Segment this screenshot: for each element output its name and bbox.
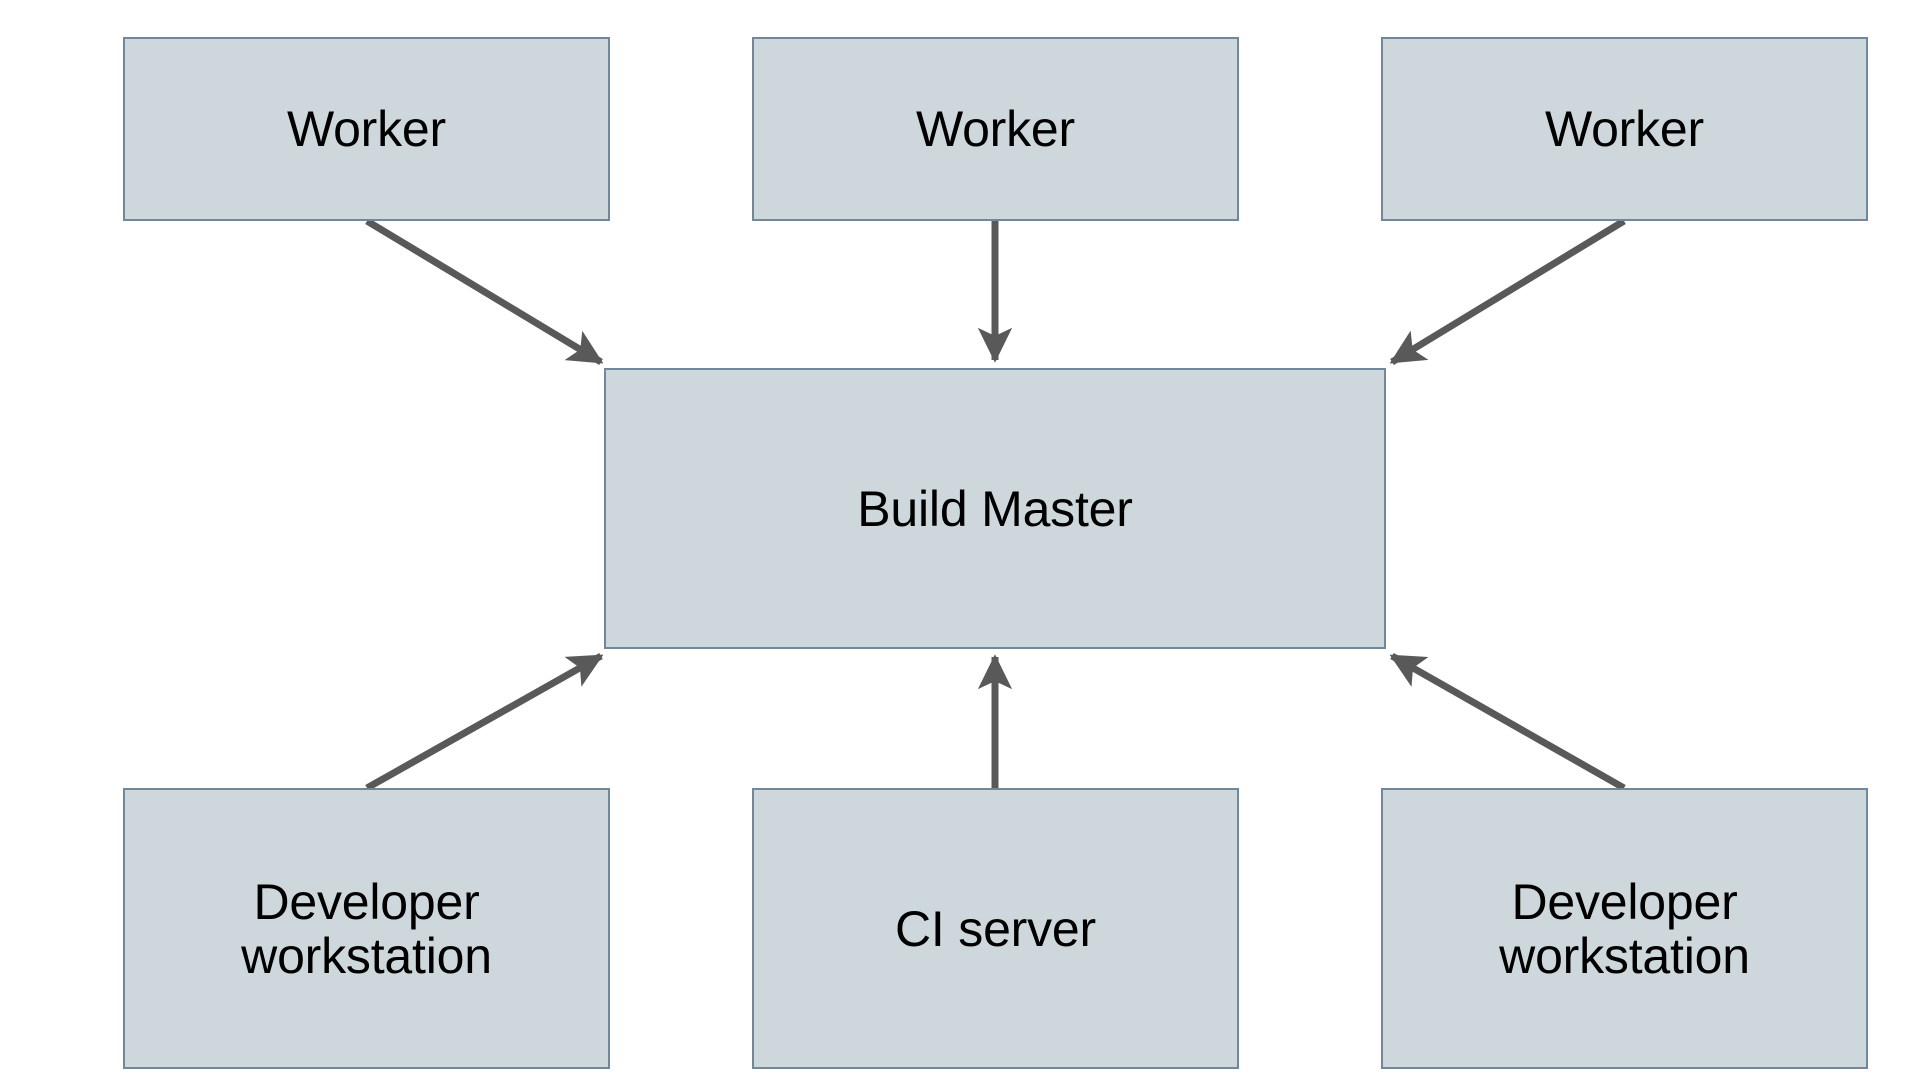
- node-label: CI server: [894, 900, 1096, 957]
- node-dev-workstation-1[interactable]: Developer workstation: [123, 788, 610, 1069]
- node-worker-3[interactable]: Worker: [1381, 37, 1868, 221]
- edge-worker-1-to-build-master: [365, 218, 604, 365]
- node-worker-1[interactable]: Worker: [123, 37, 610, 221]
- node-label: Worker: [286, 101, 446, 157]
- node-worker-2[interactable]: Worker: [752, 37, 1239, 221]
- edge-dev-workstation-1-to-build-master: [365, 652, 604, 792]
- node-label: Worker: [1544, 101, 1704, 157]
- node-label: Developer workstation: [241, 873, 492, 984]
- edge-dev-workstation-2-to-build-master: [1389, 652, 1626, 792]
- node-label: Developer workstation: [1499, 873, 1750, 984]
- node-build-master[interactable]: Build Master: [604, 368, 1386, 649]
- node-label: Build Master: [857, 480, 1133, 537]
- node-label: Worker: [915, 101, 1075, 157]
- edge-worker-3-to-build-master: [1389, 218, 1626, 365]
- node-dev-workstation-2[interactable]: Developer workstation: [1381, 788, 1868, 1069]
- node-ci-server[interactable]: CI server: [752, 788, 1239, 1069]
